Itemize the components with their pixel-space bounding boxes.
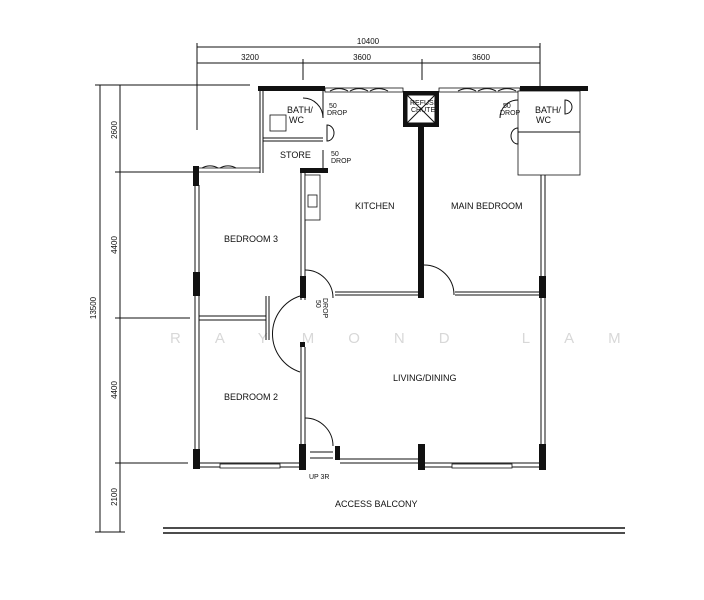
drop-value-1: 50 bbox=[329, 103, 337, 110]
dim-overall-width: 10400 bbox=[357, 37, 380, 46]
stairs-label: UP 3R bbox=[309, 474, 330, 481]
drop-label-3: DROP bbox=[500, 110, 521, 117]
drop-label-2: DROP bbox=[331, 158, 352, 165]
dim-overall-depth: 13500 bbox=[89, 296, 98, 319]
refuse-chute-label: REFUSE bbox=[410, 100, 439, 107]
dim-top-2: 3600 bbox=[353, 53, 371, 62]
label-bath-left: BATH/ bbox=[287, 105, 313, 115]
walls bbox=[163, 86, 625, 534]
dim-side-2: 4400 bbox=[110, 236, 119, 254]
top-dimensions: 10400 3200 3600 3600 bbox=[196, 37, 541, 175]
drop-label-4: DROP bbox=[321, 298, 328, 319]
drop-value-4: 50 bbox=[314, 300, 321, 308]
drop-value-3: 50 bbox=[503, 103, 511, 110]
label-access-balcony: ACCESS BALCONY bbox=[335, 499, 418, 509]
dim-side-4: 2100 bbox=[110, 488, 119, 506]
label-kitchen: KITCHEN bbox=[355, 201, 395, 211]
label-bedroom-2: BEDROOM 2 bbox=[224, 392, 278, 402]
label-bedroom-3: BEDROOM 3 bbox=[224, 234, 278, 244]
dim-side-1: 2600 bbox=[110, 121, 119, 139]
dim-top-3: 3600 bbox=[472, 53, 490, 62]
label-store: STORE bbox=[280, 150, 311, 160]
label-bath-left-wc: WC bbox=[289, 115, 304, 125]
label-main-bedroom: MAIN BEDROOM bbox=[451, 201, 523, 211]
drop-value-2: 50 bbox=[331, 151, 339, 158]
label-living-dining: LIVING/DINING bbox=[393, 373, 457, 383]
dim-side-3: 4400 bbox=[110, 381, 119, 399]
drop-label-1: DROP bbox=[327, 110, 348, 117]
dim-top-1: 3200 bbox=[241, 53, 259, 62]
label-bath-right: BATH/ bbox=[535, 105, 561, 115]
refuse-chute-label-2: CHUTE bbox=[411, 107, 435, 114]
watermark: RAYMOND LAM bbox=[170, 330, 655, 347]
side-dimensions: 13500 2600 4400 4400 2100 bbox=[89, 84, 250, 533]
label-bath-right-wc: WC bbox=[536, 115, 551, 125]
